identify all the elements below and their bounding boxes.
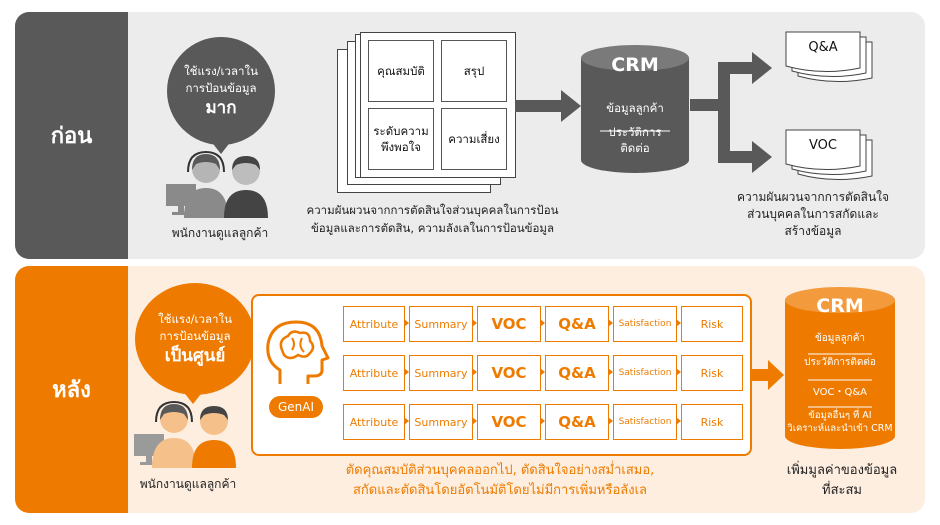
output-caption-line3: สร้างข้อมูล bbox=[784, 224, 842, 238]
before-effort-bubble: ใช้แรง/เวลาใน การป้อนข้อมูล มาก bbox=[167, 37, 275, 145]
row-arrow bbox=[676, 319, 681, 327]
doc-cell-risk: ความเสี่ยง bbox=[441, 108, 507, 170]
row-arrow bbox=[608, 368, 613, 376]
row-arrow bbox=[472, 417, 477, 425]
after-crm-item-voc-qa: VOC・Q&A bbox=[812, 387, 868, 398]
before-crm-item2: ประวัติการ ติดต่อ bbox=[608, 125, 662, 155]
cell-qa: Q&A bbox=[545, 404, 609, 440]
after-staff-caption: พนักงานดูแลลูกค้า bbox=[139, 477, 237, 491]
arrow-to-crm bbox=[750, 360, 784, 390]
cell-summary: Summary bbox=[409, 404, 473, 440]
doc-cell-attributes: คุณสมบัติ bbox=[368, 40, 434, 102]
row-arrow bbox=[404, 319, 409, 327]
doc-cell-summary: สรุป bbox=[441, 40, 507, 102]
bubble-line1: ใช้แรง/เวลาใน bbox=[158, 312, 232, 326]
row-arrow bbox=[540, 417, 545, 425]
fork-arrows bbox=[690, 52, 772, 173]
after-label: หลัง bbox=[15, 266, 128, 513]
output-caption-line1: ความผันผวนจากการตัดสินใจ bbox=[736, 190, 890, 204]
row-arrow bbox=[608, 319, 613, 327]
cell-attribute: Attribute bbox=[343, 306, 405, 342]
voc-output-label: VOC bbox=[809, 138, 837, 153]
arrow-to-crm bbox=[515, 90, 581, 122]
bubble-line2: การป้อนข้อมูล bbox=[185, 81, 257, 95]
process-row: Attribute Summary VOC Q&A Satisfaction R… bbox=[343, 355, 743, 391]
crm-caption-line1: เพิ่มมูลค่าของข้อมูล bbox=[786, 463, 898, 478]
row-arrow bbox=[540, 368, 545, 376]
doc-front: คุณสมบัติ สรุป ระดับความ พึงพอใจ ความเสี… bbox=[360, 32, 516, 178]
cell-voc: VOC bbox=[477, 404, 541, 440]
row-arrow bbox=[608, 417, 613, 425]
crm-database-icon bbox=[581, 45, 689, 173]
cell-satisfaction: Satisfaction bbox=[613, 404, 677, 440]
cell-voc: VOC bbox=[477, 306, 541, 342]
before-doc-caption: ความผันผวนจากการตัดสินใจส่วนบุคคลในการป้… bbox=[300, 201, 565, 237]
bubble-emphasis: เป็นศูนย์ bbox=[164, 346, 226, 366]
before-staff-caption: พนักงานดูแลลูกค้า bbox=[171, 226, 269, 240]
row-arrow bbox=[676, 417, 681, 425]
after-crm-item-history: ประวัติการติดต่อ bbox=[804, 357, 876, 368]
genai-label: GenAI bbox=[269, 396, 323, 418]
after-crm-title: CRM bbox=[816, 295, 864, 317]
cell-attribute: Attribute bbox=[343, 355, 405, 391]
after-crm-item-ai-data: ข้อมูลอื่นๆ ที่ AI วิเคราะห์และนำเข้า CR… bbox=[787, 410, 893, 434]
process-row: Attribute Summary VOC Q&A Satisfaction R… bbox=[343, 306, 743, 342]
cell-risk: Risk bbox=[681, 306, 743, 342]
after-caption-line2: สกัดและตัดสินโดยอัตโนมัติโดยไม่มีการเพิ่… bbox=[353, 483, 647, 498]
cell-voc: VOC bbox=[477, 355, 541, 391]
qa-document-icon bbox=[785, 31, 873, 83]
doc-caption-line1: ความผันผวนจากการตัดสินใจส่วนบุคคลในการป้… bbox=[306, 203, 559, 217]
row-arrow bbox=[404, 368, 409, 376]
before-crm-title: CRM bbox=[611, 54, 659, 76]
cell-attribute: Attribute bbox=[343, 404, 405, 440]
cell-qa: Q&A bbox=[545, 355, 609, 391]
doc-caption-line2: ข้อมูลและการตัดสิน, ความลังเลในการป้อนข้… bbox=[310, 221, 555, 235]
output-caption-line2: ส่วนบุคคลในการสกัดและ bbox=[747, 207, 879, 221]
staff-icon bbox=[166, 150, 268, 218]
bubble-line1: ใช้แรง/เวลาใน bbox=[184, 64, 258, 78]
cell-risk: Risk bbox=[681, 355, 743, 391]
crm-database-icon bbox=[785, 287, 895, 449]
after-caption: ตัดคุณสมบัติส่วนบุคคลออกไป, ตัดสินใจอย่า… bbox=[305, 461, 695, 501]
process-row: Attribute Summary VOC Q&A Satisfaction R… bbox=[343, 404, 743, 440]
after-caption-line1: ตัดคุณสมบัติส่วนบุคคลออกไป, ตัดสินใจอย่า… bbox=[345, 463, 655, 478]
voc-document-icon bbox=[785, 129, 873, 181]
after-effort-bubble: ใช้แรง/เวลาใน การป้อนข้อมูล เป็นศูนย์ bbox=[135, 283, 255, 395]
cell-risk: Risk bbox=[681, 404, 743, 440]
cell-summary: Summary bbox=[409, 355, 473, 391]
doc-cell-satisfaction: ระดับความ พึงพอใจ bbox=[368, 108, 434, 170]
bubble-tail bbox=[182, 390, 204, 404]
row-arrow bbox=[472, 319, 477, 327]
cell-qa: Q&A bbox=[545, 306, 609, 342]
cell-satisfaction: Satisfaction bbox=[613, 306, 677, 342]
after-crm-caption: เพิ่มมูลค่าของข้อมูล ที่สะสม bbox=[762, 461, 922, 501]
row-arrow bbox=[472, 368, 477, 376]
bubble-tail bbox=[210, 140, 232, 154]
before-crm-item1: ข้อมูลลูกค้า bbox=[606, 101, 664, 115]
row-arrow bbox=[404, 417, 409, 425]
cell-satisfaction: Satisfaction bbox=[613, 355, 677, 391]
staff-icon bbox=[134, 400, 236, 468]
ai-brain-head-icon bbox=[266, 320, 330, 384]
before-label: ก่อน bbox=[15, 12, 128, 259]
row-arrow bbox=[540, 319, 545, 327]
crm-caption-line2: ที่สะสม bbox=[822, 483, 862, 498]
after-crm-item-customer: ข้อมูลลูกค้า bbox=[814, 333, 866, 344]
bubble-line2: การป้อนข้อมูล bbox=[159, 329, 231, 343]
before-output-caption: ความผันผวนจากการตัดสินใจ ส่วนบุคคลในการส… bbox=[718, 189, 908, 240]
row-arrow bbox=[676, 368, 681, 376]
cell-summary: Summary bbox=[409, 306, 473, 342]
qa-output-label: Q&A bbox=[808, 40, 838, 55]
bubble-emphasis: มาก bbox=[205, 98, 237, 118]
